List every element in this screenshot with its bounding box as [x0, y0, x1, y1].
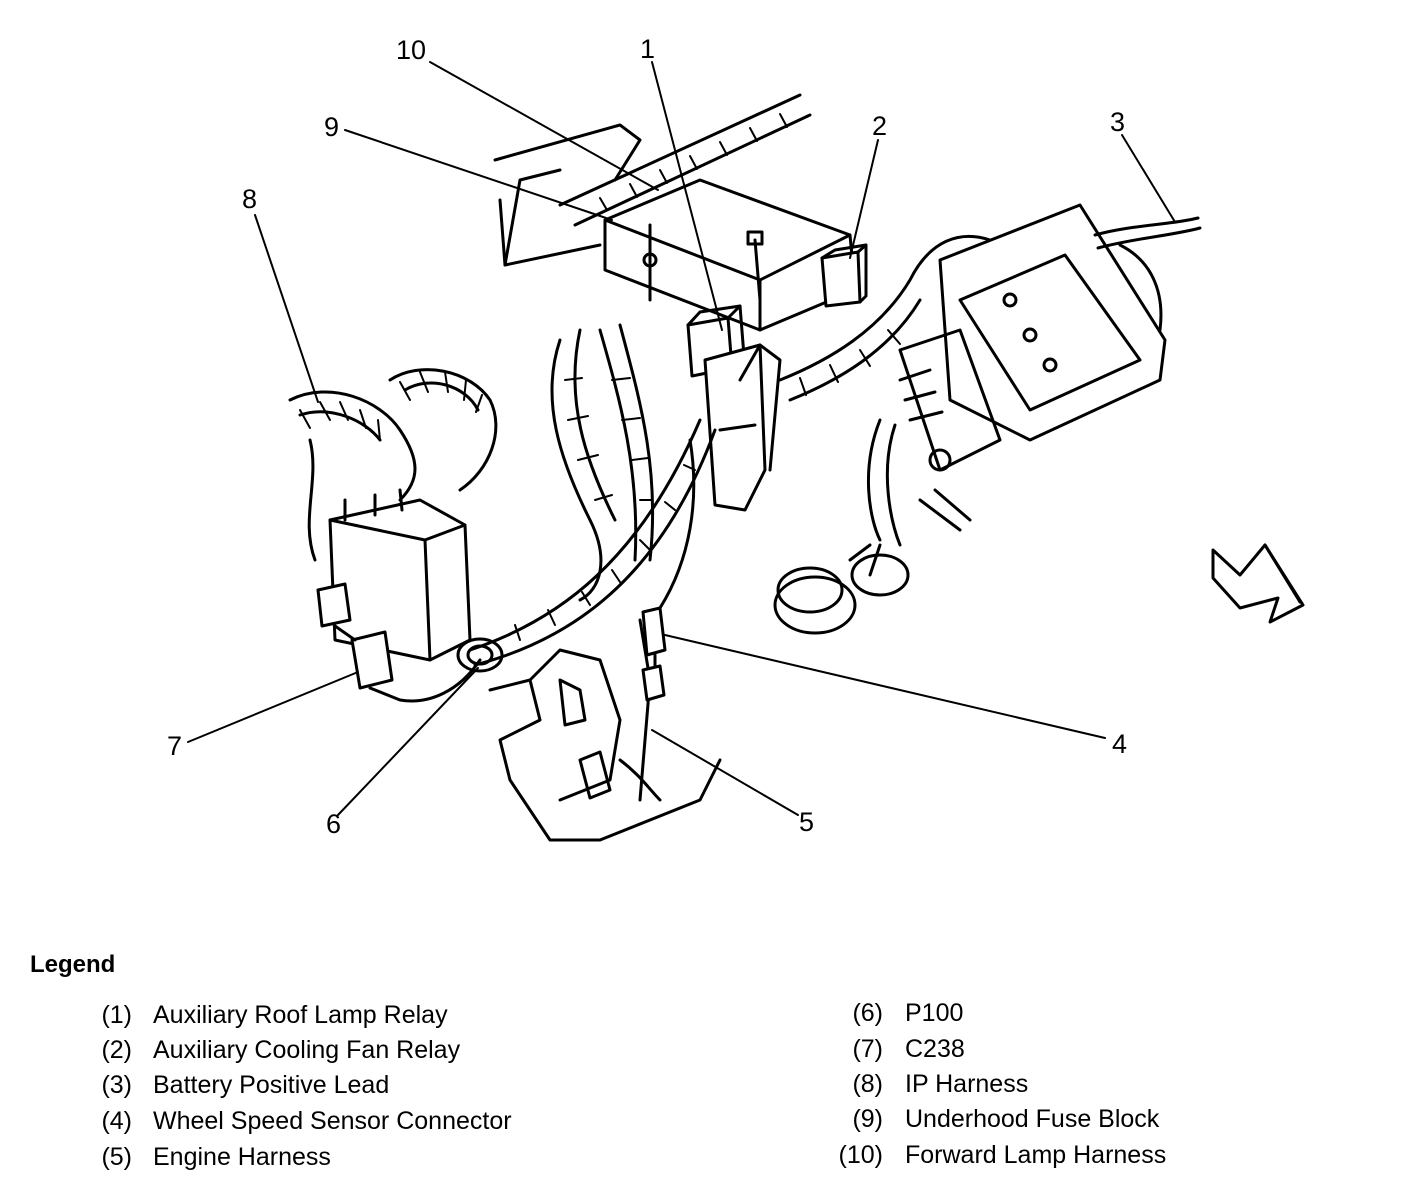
legend-label: Auxiliary Roof Lamp Relay — [153, 1001, 448, 1029]
underhood-fuse-block — [603, 178, 857, 332]
callout-2: 2 — [872, 111, 888, 141]
p100-grommet — [456, 637, 504, 673]
legend-num: (8) — [852, 1070, 883, 1098]
lower-bracket — [488, 618, 722, 842]
battery-positive-lead — [1093, 216, 1202, 332]
wheel-speed-connector — [641, 438, 696, 702]
right-junction-block — [898, 203, 1167, 472]
connector-body — [703, 343, 782, 512]
legend-label: Auxiliary Cooling Fan Relay — [153, 1036, 461, 1064]
wiring-diagram — [187, 61, 1305, 842]
engine-harness — [468, 323, 717, 667]
legend-label: Wheel Speed Sensor Connector — [153, 1107, 512, 1135]
fender-panel — [493, 123, 642, 267]
legend-num: (10) — [838, 1141, 883, 1169]
legend-num: (5) — [101, 1143, 132, 1171]
legend-num: (2) — [101, 1036, 132, 1064]
callout-6: 6 — [326, 809, 342, 839]
callout-4: 4 — [1112, 729, 1128, 759]
legend-num: (9) — [852, 1105, 883, 1133]
legend-label: Battery Positive Lead — [153, 1071, 390, 1099]
legend-label: P100 — [905, 999, 964, 1027]
left-module — [328, 488, 472, 662]
callout-1: 1 — [640, 34, 656, 64]
ip-harness — [288, 368, 498, 502]
legend-num: (4) — [101, 1107, 132, 1135]
callout-9: 9 — [324, 112, 340, 142]
callout-7: 7 — [167, 731, 183, 761]
callout-3: 3 — [1110, 107, 1126, 137]
c238-connector — [307, 438, 482, 703]
callout-leaders — [187, 61, 1176, 816]
legend-label: Forward Lamp Harness — [905, 1141, 1167, 1169]
legend-label: Underhood Fuse Block — [905, 1105, 1160, 1133]
legend-num: (3) — [101, 1071, 132, 1099]
harness-to-junction — [778, 234, 992, 402]
coiled-wires — [773, 418, 972, 635]
direction-arrow — [1211, 543, 1305, 624]
callout-5: 5 — [799, 807, 815, 837]
legend-label: IP Harness — [905, 1070, 1029, 1098]
legend-num: (6) — [852, 999, 883, 1027]
callout-8: 8 — [242, 184, 258, 214]
legend-title: Legend — [30, 951, 116, 978]
legend-num: (7) — [852, 1035, 883, 1063]
legend-label: Engine Harness — [153, 1143, 331, 1171]
callout-10: 10 — [396, 35, 427, 65]
forward-lamp-harness — [558, 93, 812, 227]
legend-num: (1) — [101, 1001, 132, 1029]
relay-2-shape — [820, 243, 868, 308]
legend-label: C238 — [905, 1035, 965, 1063]
